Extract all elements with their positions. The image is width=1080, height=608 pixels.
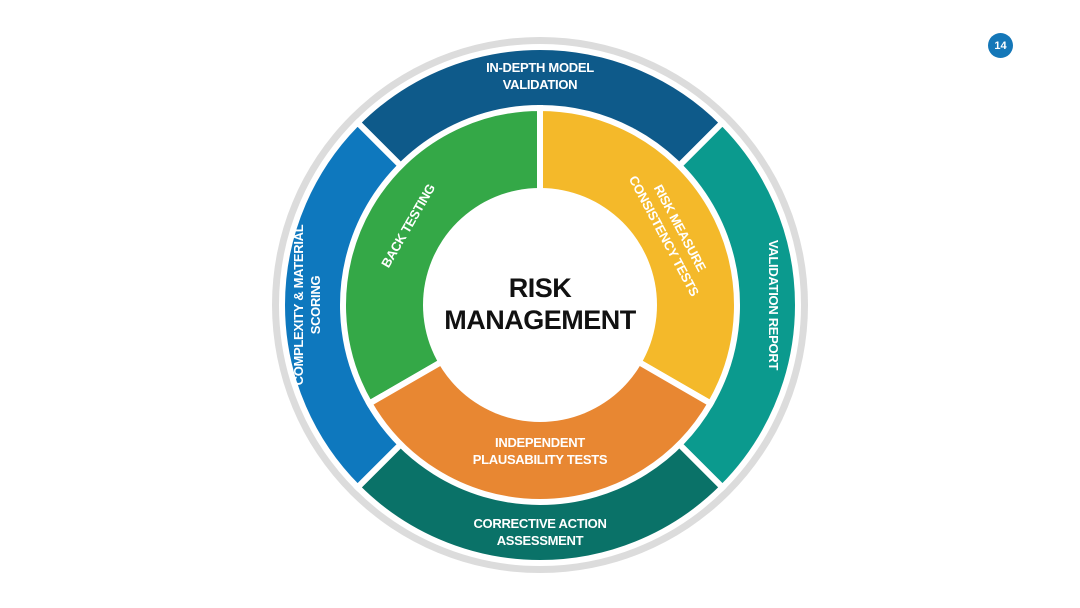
center-title-line1: RISK: [509, 273, 573, 303]
center-title-line2: MANAGEMENT: [444, 305, 636, 335]
outer-bottom-label-line1: CORRECTIVE ACTION: [473, 516, 606, 531]
outer-right-label: VALIDATION REPORT: [766, 240, 781, 371]
outer-top-label-line2: VALIDATION: [503, 77, 578, 92]
outer-bottom-label-line2: ASSESSMENT: [497, 533, 584, 548]
center-circle: [423, 188, 657, 422]
outer-left-label-line2: SCORING: [308, 276, 323, 335]
inner-orange-label-line2: PLAUSABILITY TESTS: [473, 452, 608, 467]
outer-left-label-line1: COMPLEXITY & MATERIAL: [291, 224, 306, 385]
inner-orange-label-line1: INDEPENDENT: [495, 435, 585, 450]
page-number-badge: 14: [988, 33, 1013, 58]
outer-top-label-line1: IN-DEPTH MODEL: [486, 60, 594, 75]
